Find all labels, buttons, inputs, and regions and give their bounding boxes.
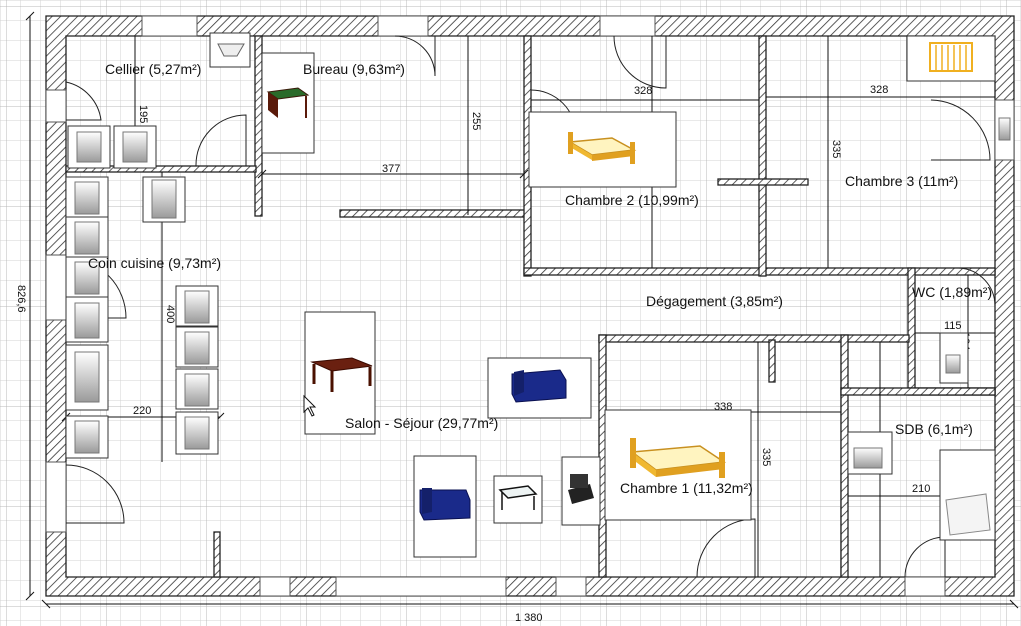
dim-total-width: 1 380 [515, 612, 543, 624]
dim-220: 220 [133, 405, 151, 417]
sink-icon[interactable] [847, 431, 893, 475]
wc-window-icon[interactable] [994, 99, 1015, 161]
mouse-cursor-icon [303, 394, 317, 417]
crib-icon[interactable] [906, 35, 996, 82]
room-label-degagement[interactable]: Dégagement (3,85m²) [646, 293, 783, 309]
room-label-cellier[interactable]: Cellier (5,27m²) [105, 61, 201, 77]
room-label-wc[interactable]: WC (1,89m²) [912, 284, 992, 300]
room-label-coin-cuisine[interactable]: Coin cuisine (9,73m²) [88, 255, 221, 271]
walls [45, 15, 1015, 597]
dim-255: 255 [470, 112, 482, 130]
bed-icon[interactable] [528, 111, 677, 188]
kitchen-appliances-right[interactable] [175, 285, 219, 455]
bed-icon[interactable] [604, 409, 752, 521]
room-label-salon-sejour[interactable]: Salon - Séjour (29,77m²) [345, 415, 498, 431]
dim-total-height: 826,6 [15, 285, 27, 313]
dim-400: 400 [164, 305, 176, 323]
room-label-chambre-2[interactable]: Chambre 2 (10,99m²) [565, 192, 699, 208]
washing-machine-icon[interactable] [113, 125, 157, 169]
washing-machine-icon[interactable] [67, 125, 111, 169]
window-icon[interactable] [142, 176, 186, 223]
dim-335-ch3: 335 [830, 140, 842, 158]
dim-115: 115 [944, 320, 962, 332]
sofa-icon[interactable] [487, 357, 592, 419]
sink-icon[interactable] [209, 32, 251, 68]
room-label-chambre-1[interactable]: Chambre 1 (11,32m²) [620, 480, 753, 496]
dim-195: 195 [137, 105, 149, 123]
room-label-bureau[interactable]: Bureau (9,63m²) [303, 61, 405, 77]
tv-icon[interactable] [561, 456, 601, 526]
dim-377: 377 [382, 163, 400, 175]
room-label-chambre-3[interactable]: Chambre 3 (11m²) [845, 173, 958, 189]
kitchen-appliances-left[interactable] [65, 176, 109, 459]
toilet-icon[interactable] [939, 332, 969, 384]
coffee-table-icon[interactable] [493, 475, 543, 524]
dim-210: 210 [912, 483, 930, 495]
dim-328-ch3: 328 [870, 84, 888, 96]
dim-335-ch1: 335 [760, 448, 772, 466]
sofa-icon[interactable] [413, 455, 477, 558]
bathtub-icon[interactable] [939, 449, 996, 541]
dim-328-ch2: 328 [634, 85, 652, 97]
desk-icon[interactable] [261, 52, 315, 154]
room-label-sdb[interactable]: SDB (6,1m²) [895, 421, 973, 437]
table-icon[interactable] [304, 311, 376, 435]
